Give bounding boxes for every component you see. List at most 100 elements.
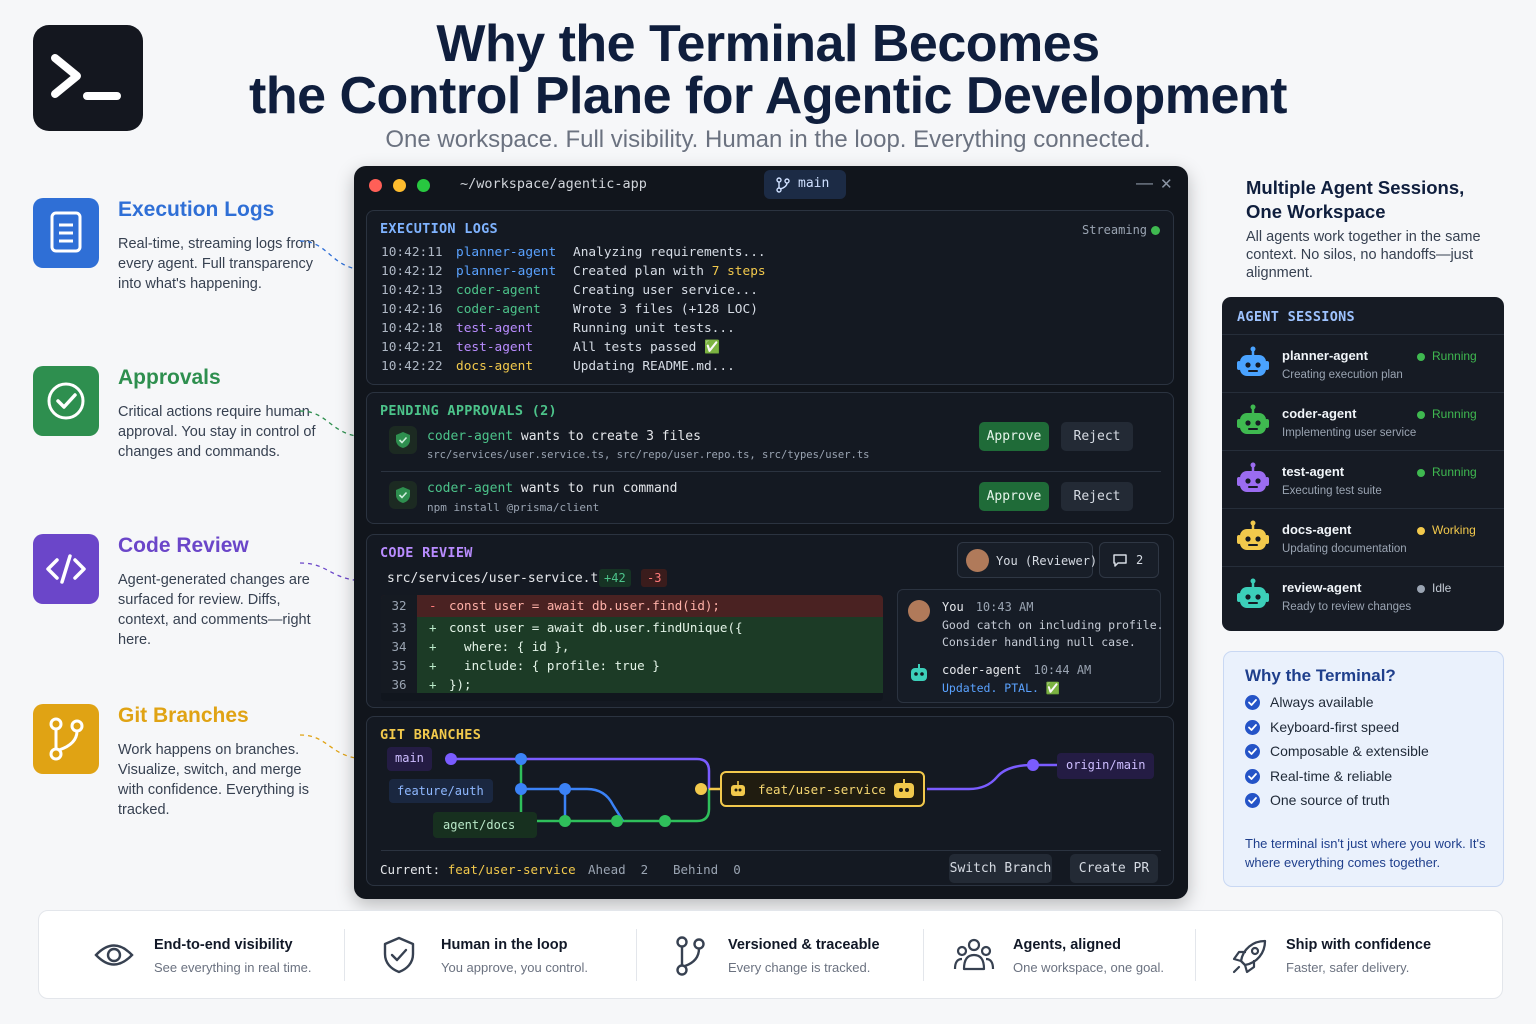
branch-current[interactable]: feat/user-service xyxy=(720,771,925,807)
diff-code: where: { id }, xyxy=(449,639,570,654)
panel-title: EXECUTION LOGS xyxy=(380,221,498,237)
feature-desc: Agent-generated changes are surfaced for… xyxy=(118,572,311,648)
feature-title: Approvals xyxy=(118,366,221,389)
status-dot xyxy=(1417,527,1425,535)
git-branches-panel: GIT BRANCHES main feature/auth agent/doc… xyxy=(366,716,1174,886)
approve-button[interactable]: Approve xyxy=(979,422,1049,451)
branch-agent-docs[interactable]: agent/docs xyxy=(433,812,537,838)
check-icon xyxy=(1245,768,1260,784)
code-icon xyxy=(33,534,99,604)
comments-button[interactable]: 2 xyxy=(1099,542,1159,578)
behind-count: Behind 0 xyxy=(673,862,741,877)
diff-code: const user = await db.user.findUnique({ xyxy=(449,620,743,635)
branch-icon xyxy=(676,936,705,976)
footer-desc: One workspace, one goal. xyxy=(1013,960,1165,975)
footer-title: Human in the loop xyxy=(441,937,568,953)
why-note: The terminal isn't just where you work. … xyxy=(1245,836,1486,870)
create-pr-button[interactable]: Create PR xyxy=(1070,854,1158,883)
branch-current-label: feat/user-service xyxy=(758,782,886,797)
sessions-heading-line1: Multiple Agent Sessions, xyxy=(1246,177,1465,198)
log-agent: test-agent xyxy=(456,321,534,336)
feature-desc: Critical actions require human approval.… xyxy=(118,404,316,460)
close-dot[interactable] xyxy=(369,179,382,192)
minimize-icon[interactable]: — xyxy=(1136,173,1153,192)
footer-title: End-to-end visibility xyxy=(154,937,293,953)
log-time: 10:42:22 xyxy=(381,359,443,374)
why-item: Keyboard-first speed xyxy=(1245,719,1399,735)
reviewer-chip[interactable]: You (Reviewer) xyxy=(957,542,1097,578)
check-icon xyxy=(1245,695,1260,710)
panel-title: AGENT SESSIONS xyxy=(1237,309,1355,325)
robot-icon xyxy=(731,781,745,796)
robot-icon xyxy=(1237,462,1269,492)
line-number: 33 xyxy=(381,617,417,636)
log-time: 10:42:18 xyxy=(381,321,443,336)
streaming-dot xyxy=(1151,226,1160,235)
why-item-text: One source of truth xyxy=(1270,792,1390,808)
reject-button[interactable]: Reject xyxy=(1061,482,1133,511)
branch-origin-main[interactable]: origin/main xyxy=(1057,753,1155,779)
switch-branch-button[interactable]: Switch Branch xyxy=(949,854,1052,883)
diff-line: 36+}); xyxy=(381,674,883,693)
shield-icon xyxy=(389,481,417,509)
status-dot xyxy=(1417,353,1425,361)
maximize-dot[interactable] xyxy=(417,179,430,192)
approval-action: wants to create 3 files xyxy=(513,429,701,444)
current-label: Current: xyxy=(380,862,441,877)
ahead-count: Ahead 2 xyxy=(588,862,649,877)
comment-text: Consider handling null case. xyxy=(942,635,1136,649)
log-message: Analyzing requirements... xyxy=(573,245,766,260)
terminal-window: ~/workspace/agentic-app main — ✕ EXECUTI… xyxy=(354,166,1188,899)
reject-button[interactable]: Reject xyxy=(1061,422,1133,451)
branch-graph xyxy=(445,753,1057,827)
why-item-text: Keyboard-first speed xyxy=(1270,718,1400,735)
comment-icon xyxy=(1113,554,1127,567)
approval-agent: coder-agent xyxy=(427,481,514,496)
branch-main[interactable]: main xyxy=(387,747,432,771)
group-icon xyxy=(953,938,995,971)
divider xyxy=(1195,929,1196,981)
footer-desc: Every change is tracked. xyxy=(728,960,871,975)
commit-node xyxy=(659,815,671,827)
divider xyxy=(344,929,345,981)
branch-icon xyxy=(33,704,99,774)
session-desc: Updating documentation xyxy=(1282,543,1407,555)
eye-icon xyxy=(94,944,134,966)
divider xyxy=(636,929,637,981)
commit-node xyxy=(559,783,571,795)
feature-title: Execution Logs xyxy=(118,198,275,221)
approve-button[interactable]: Approve xyxy=(979,482,1049,511)
session-desc: Ready to review changes xyxy=(1282,601,1412,613)
sessions-heading-line2: One Workspace xyxy=(1246,201,1386,222)
session-name: docs-agent xyxy=(1282,522,1352,537)
minimize-dot[interactable] xyxy=(393,179,406,192)
branch-badge[interactable]: main xyxy=(764,170,846,199)
robot-icon xyxy=(1237,578,1269,608)
line-number: 34 xyxy=(381,636,417,655)
session-desc: Implementing user service xyxy=(1282,427,1417,439)
session-name: review-agent xyxy=(1282,580,1362,595)
document-icon xyxy=(33,198,99,268)
log-time: 10:42:12 xyxy=(381,264,443,279)
diff-sign: + xyxy=(429,658,437,673)
review-file[interactable]: src/services/user-service.ts xyxy=(387,571,607,586)
status-badge: Running xyxy=(1432,465,1477,479)
footer-bar: End-to-end visibility See everything in … xyxy=(38,910,1503,999)
footer-desc: Faster, safer delivery. xyxy=(1286,960,1410,975)
branch-feature-auth[interactable]: feature/auth xyxy=(389,779,493,803)
page-title-line1: Why the Terminal Becomes xyxy=(436,15,1100,73)
log-time: 10:42:21 xyxy=(381,340,443,355)
log-message: Running unit tests... xyxy=(573,321,735,336)
diff-line: 33+const user = await db.user.findUnique… xyxy=(381,617,883,636)
approval-action: wants to run command xyxy=(513,481,678,496)
close-icon[interactable]: ✕ xyxy=(1160,176,1173,193)
feature-desc: Real-time, streaming logs from every age… xyxy=(118,236,316,292)
log-agent: planner-agent xyxy=(456,264,557,279)
session-desc: Creating execution plan xyxy=(1282,369,1403,381)
